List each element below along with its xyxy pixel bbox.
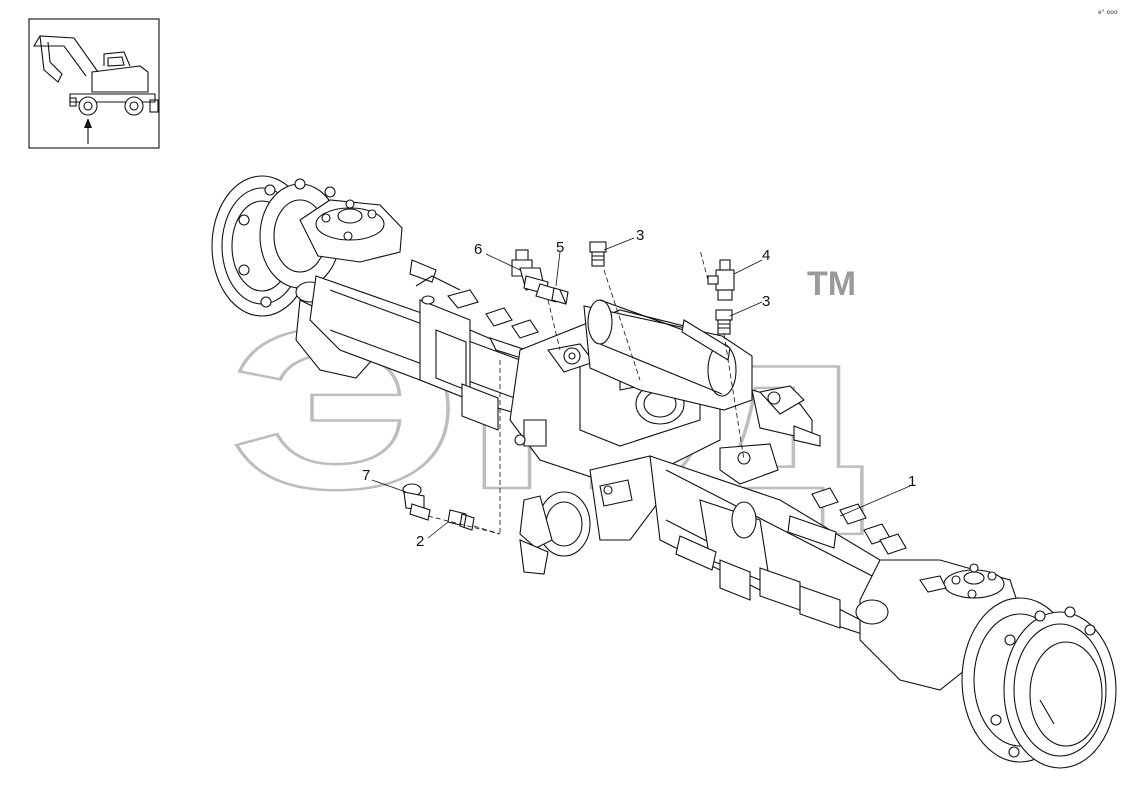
excavator-location-icon xyxy=(33,35,159,144)
callout-1: 1 xyxy=(908,473,916,490)
callout-5: 5 xyxy=(556,239,564,256)
elbow-fitting-7 xyxy=(402,483,431,521)
assembly-dashed-lines xyxy=(427,249,745,535)
adapter-fitting-5 xyxy=(535,283,569,305)
left-axle-housing xyxy=(309,275,542,431)
leader-lines xyxy=(371,237,911,539)
callout-2: 2 xyxy=(416,533,424,550)
right-axle-housing xyxy=(649,455,907,641)
right-wheel-hub xyxy=(961,597,1117,769)
callout-3-lower: 3 xyxy=(762,293,770,310)
watermark-trademark: TM xyxy=(807,265,856,303)
plug-fitting-3-lower xyxy=(715,309,733,335)
callout-4: 4 xyxy=(762,247,770,264)
left-wheel-hub xyxy=(211,175,341,317)
plug-fitting-3-upper xyxy=(589,241,607,267)
corner-mark: e° ooo xyxy=(1098,9,1118,16)
inset-frame xyxy=(28,18,160,149)
tee-fitting-4 xyxy=(707,259,735,301)
callout-3-upper: 3 xyxy=(636,227,644,244)
location-inset xyxy=(28,18,160,149)
callout-labels: 1 2 3 3 4 5 6 7 xyxy=(362,227,916,550)
brake-cylinder-unit xyxy=(583,299,821,485)
callout-6: 6 xyxy=(474,241,482,258)
callout-7: 7 xyxy=(362,467,370,484)
axle-assembly xyxy=(211,175,1117,769)
